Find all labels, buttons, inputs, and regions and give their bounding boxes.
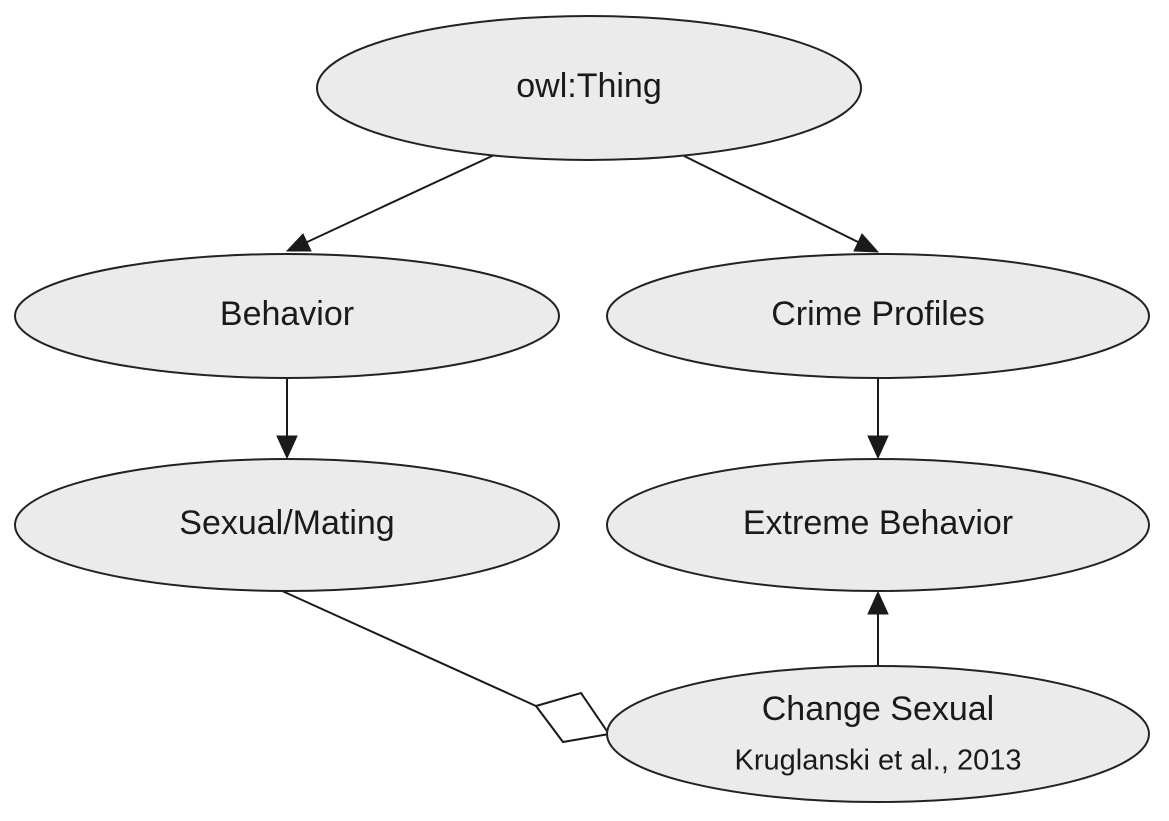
arrow-head	[853, 233, 880, 253]
node-change-sexual[interactable]: Change Sexual Kruglanski et al., 2013	[606, 665, 1150, 803]
node-owl-thing-label: owl:Thing	[516, 67, 662, 105]
node-sexual-mating-label: Sexual/Mating	[179, 504, 394, 542]
node-extreme-behavior[interactable]: Extreme Behavior	[606, 458, 1150, 592]
edge-behavior-to-sexual-mating	[276, 377, 298, 460]
node-owl-thing[interactable]: owl:Thing	[316, 15, 862, 161]
arrow-head	[276, 435, 298, 460]
edge-change-sexual-to-extreme-behavior	[867, 590, 889, 668]
arrow-head	[867, 590, 889, 615]
arrow-head	[867, 435, 889, 460]
node-crime-profiles[interactable]: Crime Profiles	[606, 253, 1150, 379]
node-sexual-mating[interactable]: Sexual/Mating	[14, 458, 560, 592]
edges	[276, 149, 889, 744]
edge-owl-thing-to-crime-profiles	[671, 149, 880, 253]
node-extreme-behavior-label: Extreme Behavior	[743, 504, 1013, 542]
edge-crime-profiles-to-extreme-behavior	[867, 377, 889, 460]
node-behavior[interactable]: Behavior	[14, 253, 560, 379]
edge-sexual-mating-to-change-sexual	[279, 589, 611, 744]
edge-owl-thing-to-behavior	[285, 149, 506, 252]
node-change-sexual-citation: Kruglanski et al., 2013	[735, 745, 1022, 777]
aggregation-diamond	[534, 691, 611, 744]
node-change-sexual-label: Change Sexual	[762, 690, 995, 728]
node-crime-profiles-label: Crime Profiles	[771, 295, 984, 333]
arrow-head	[285, 233, 312, 252]
node-behavior-label: Behavior	[220, 295, 354, 333]
